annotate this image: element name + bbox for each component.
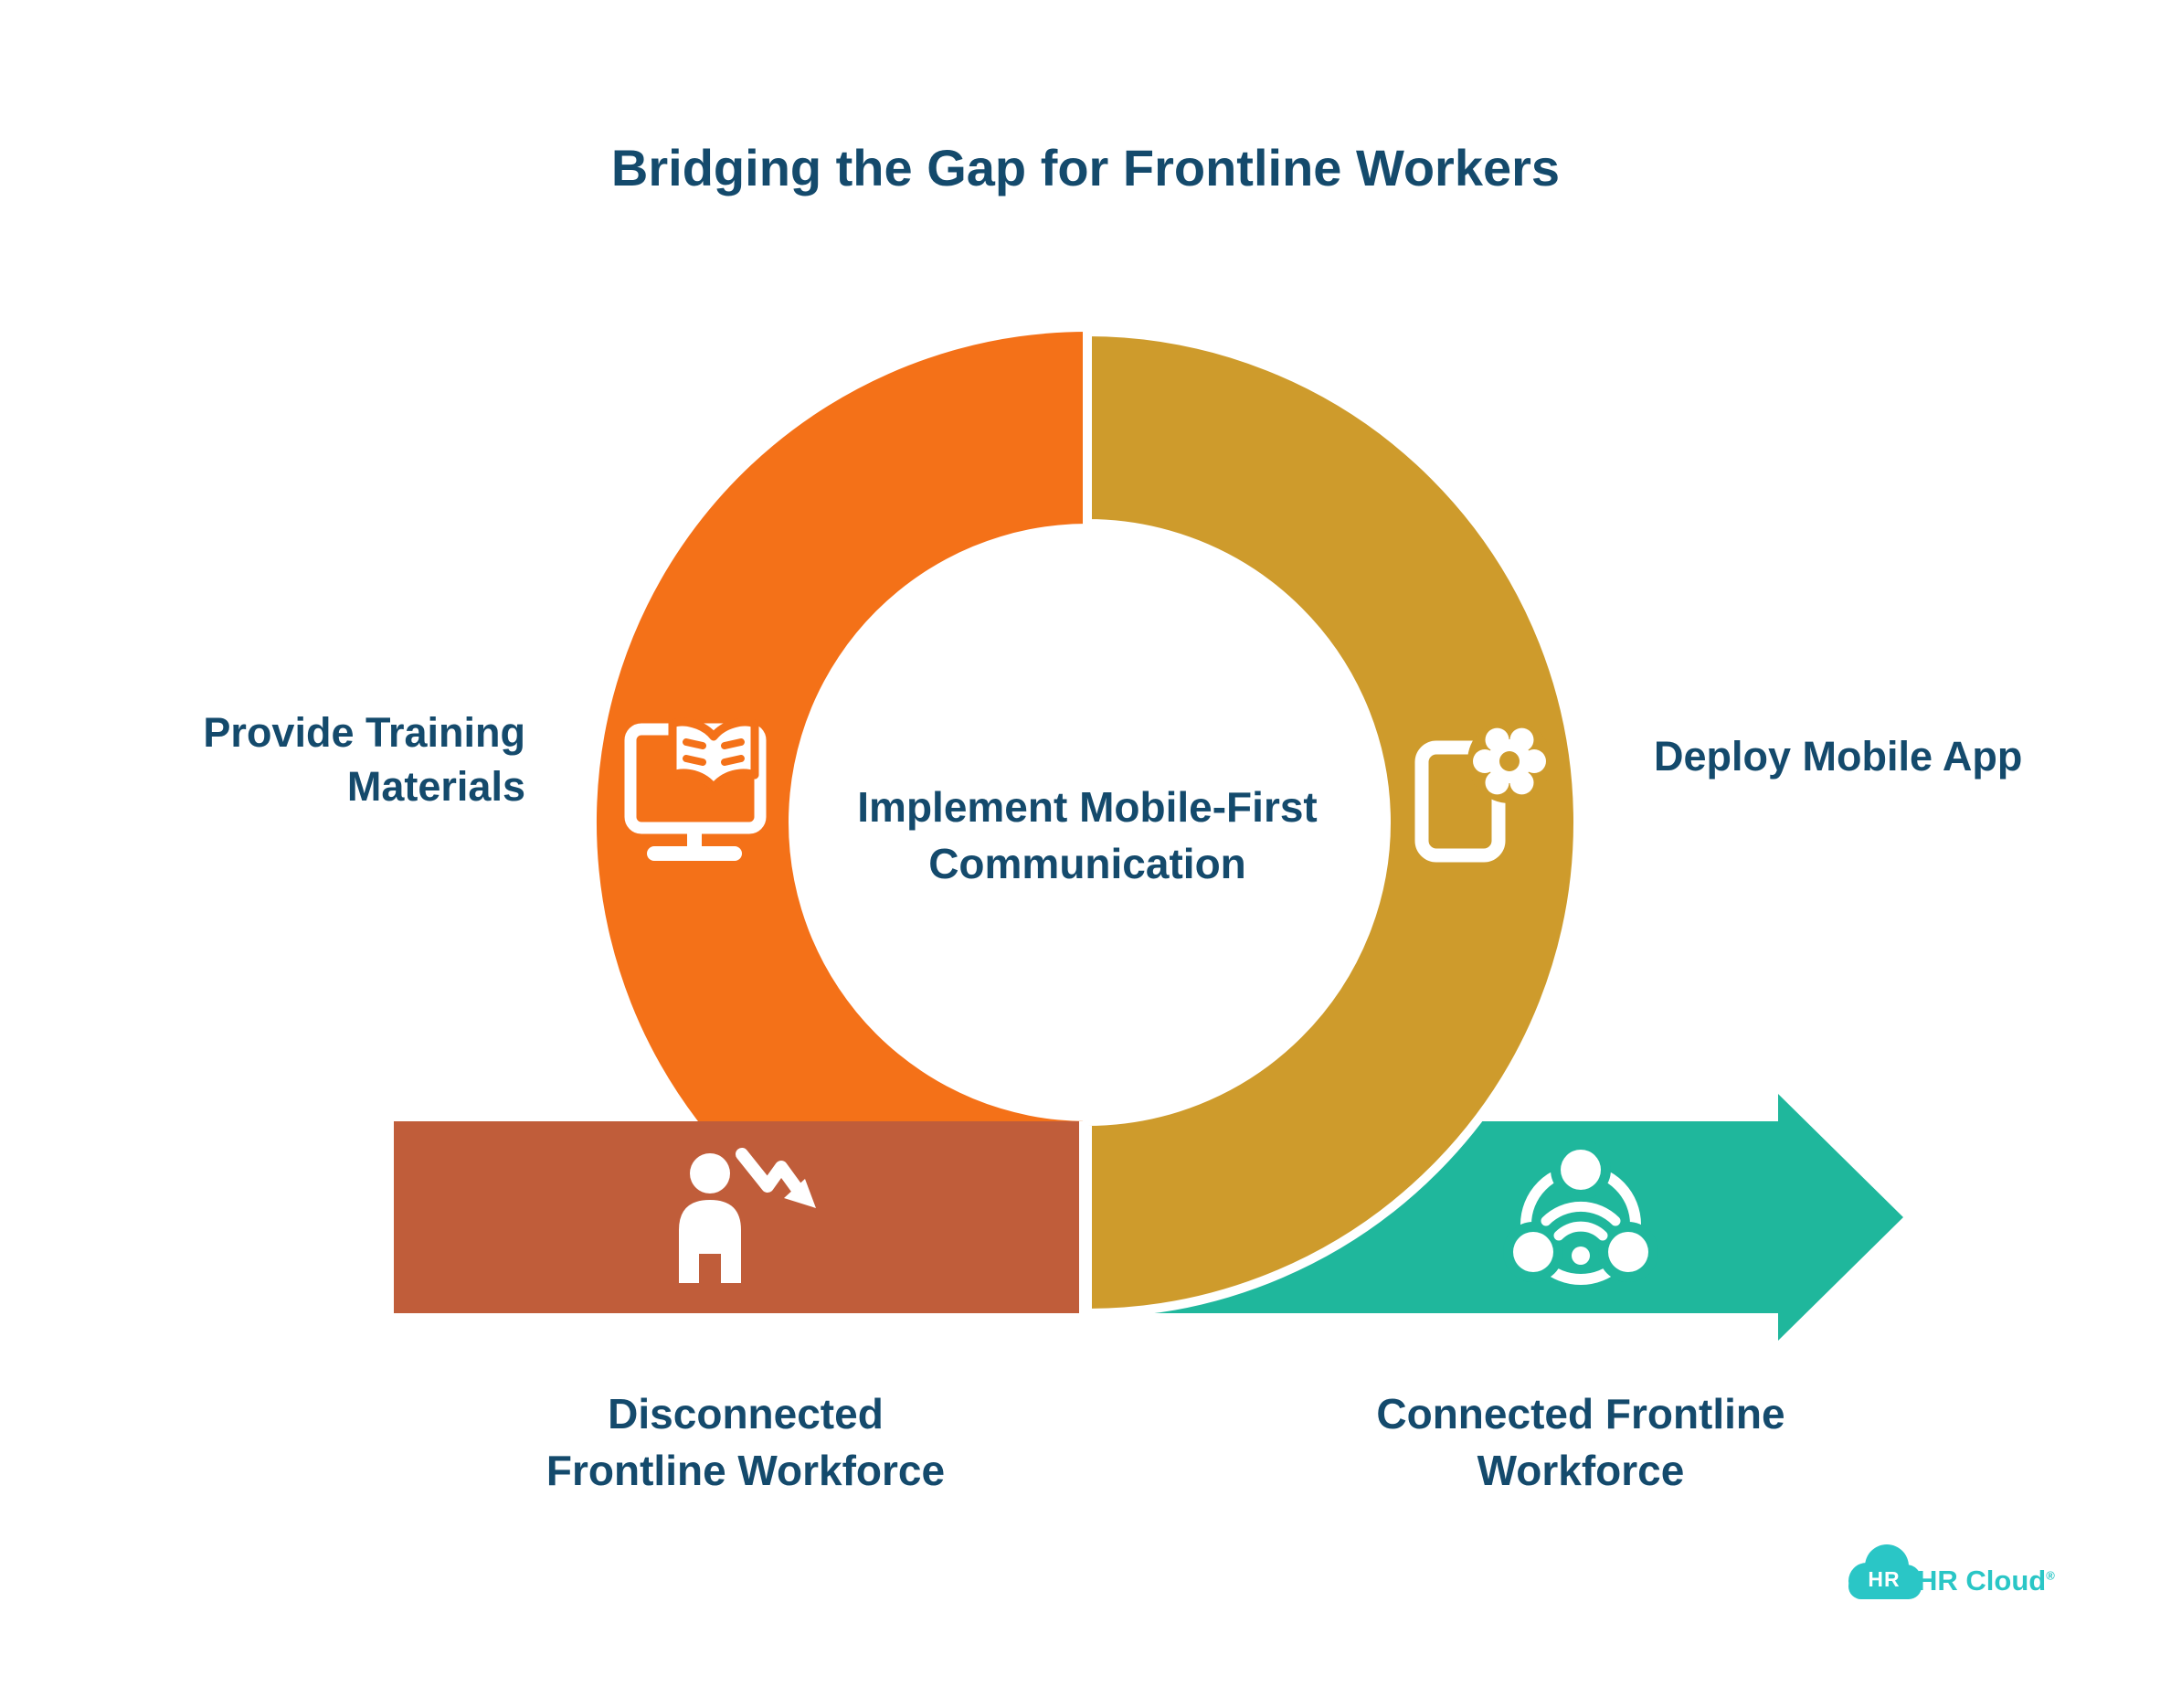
network-wifi-share-icon bbox=[1503, 1140, 1658, 1285]
step-label-provide-training: Provide Training Materials bbox=[203, 705, 525, 813]
hr-cloud-name: HR Cloud bbox=[1917, 1565, 2047, 1597]
cycle-center-label: Implement Mobile-First Communication bbox=[857, 779, 1317, 892]
step-label-deploy-mobile-app: Deploy Mobile App bbox=[1654, 733, 2023, 780]
step-label-line2: Materials bbox=[346, 763, 525, 810]
state-label-line1: Disconnected bbox=[608, 1390, 884, 1437]
cycle-center-line1: Implement Mobile-First bbox=[857, 783, 1318, 831]
step-label-line1: Provide Training bbox=[203, 709, 525, 756]
state-label-disconnected: Disconnected Frontline Workforce bbox=[546, 1385, 945, 1499]
state-label-line2: Frontline Workforce bbox=[545, 1447, 946, 1494]
hr-cloud-badge-text: HR bbox=[1868, 1567, 1901, 1591]
cycle-center-line2: Communication bbox=[928, 840, 1246, 887]
elearning-monitor-book-icon bbox=[624, 717, 767, 861]
registered-mark: ® bbox=[2046, 1568, 2055, 1583]
page-title: Bridging the Gap for Frontline Workers bbox=[610, 139, 1561, 196]
phone-gear-icon bbox=[1414, 719, 1551, 863]
ring-segment-training bbox=[596, 332, 1087, 1121]
state-label-line1: Connected Frontline bbox=[1376, 1390, 1785, 1437]
state-label-connected: Connected Frontline Workforce bbox=[1376, 1385, 1784, 1499]
hr-cloud-wordmark: HR Cloud® bbox=[1917, 1565, 2055, 1597]
ring-segment-mobile bbox=[1083, 327, 1583, 1318]
hr-cloud-logo-icon bbox=[1848, 1544, 1922, 1599]
state-label-line2: Workforce bbox=[1477, 1447, 1685, 1494]
person-declining-arrow-icon bbox=[679, 1148, 816, 1283]
